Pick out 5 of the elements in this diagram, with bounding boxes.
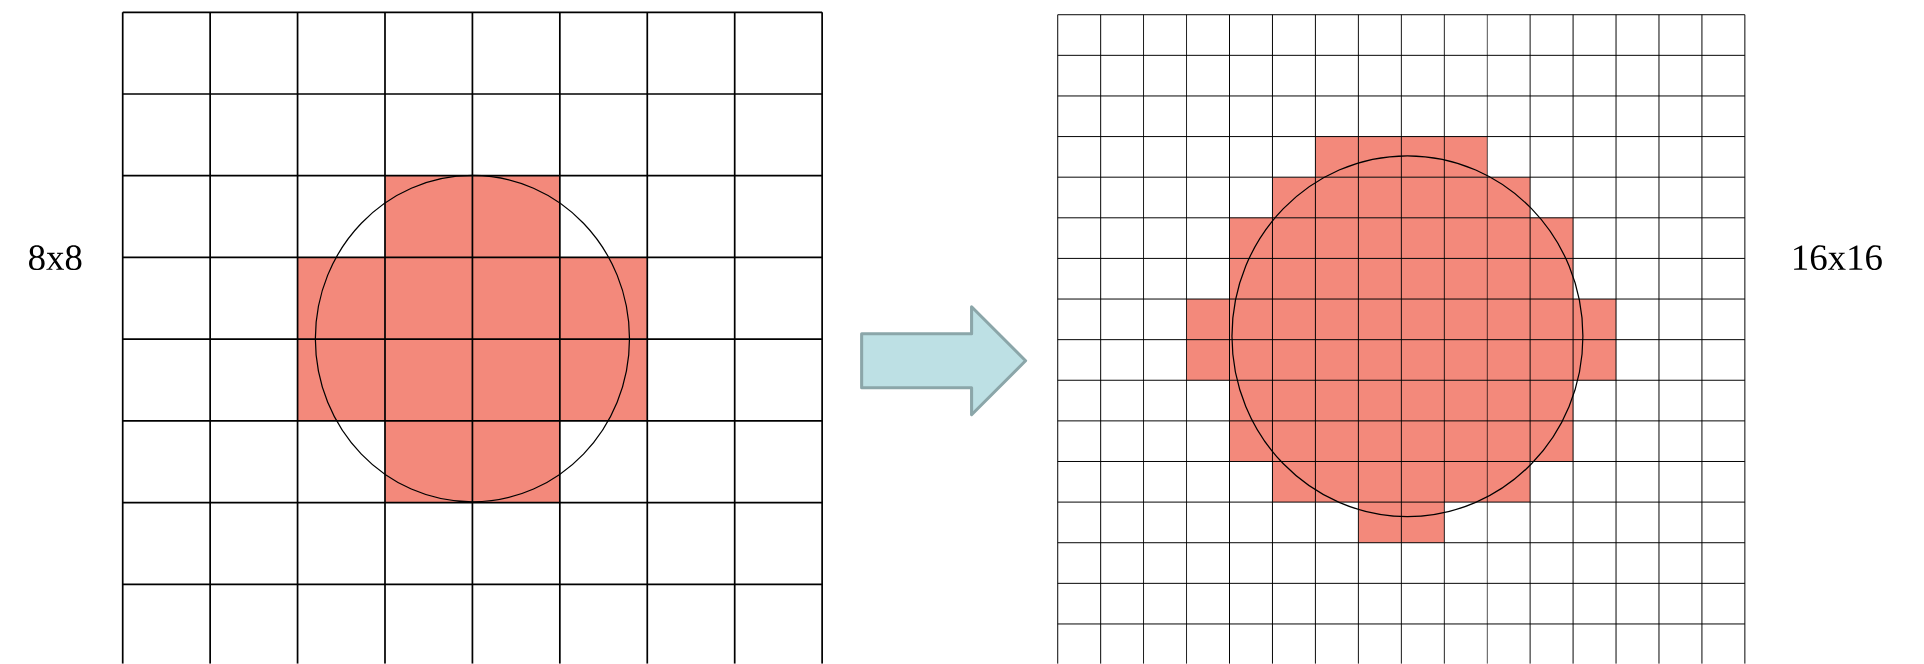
grid-drawing (121, 11, 823, 664)
grid-drawing (1057, 14, 1746, 664)
grid-size-label: 16x16 (1794, 245, 1882, 271)
block-arrow (860, 305, 1028, 417)
grid-size-label: 8x8 (29, 245, 82, 271)
